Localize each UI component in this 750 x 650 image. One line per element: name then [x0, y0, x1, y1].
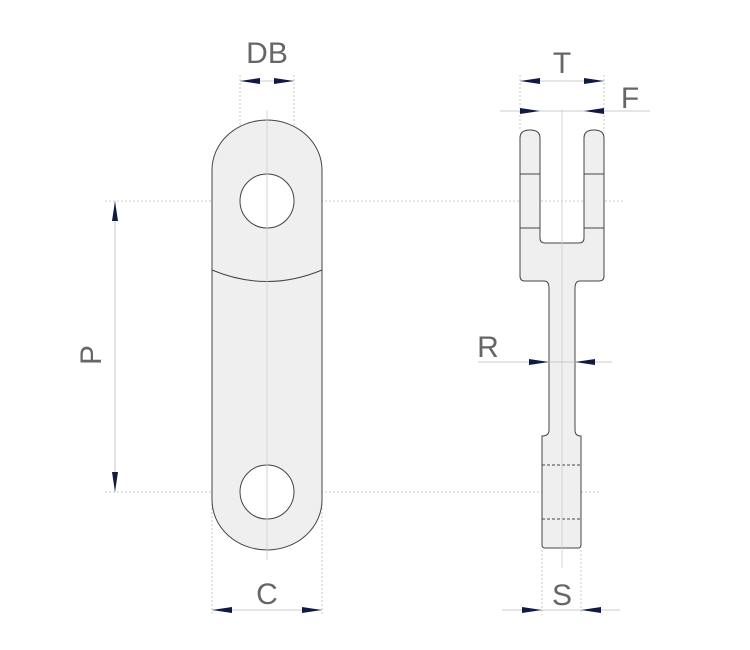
dimension-db: DB — [240, 37, 294, 84]
label-c: C — [256, 578, 278, 611]
dimension-s: S — [502, 579, 620, 613]
label-s: S — [552, 579, 572, 612]
dimension-t: T — [520, 47, 604, 84]
label-f: F — [621, 82, 639, 115]
label-p: P — [75, 345, 108, 365]
link-edge-view — [519, 110, 605, 568]
label-db: DB — [246, 37, 288, 70]
dimension-p: P — [75, 201, 118, 492]
link-plate-side-view — [211, 110, 323, 560]
dimension-c: C — [212, 578, 322, 613]
label-r: R — [477, 331, 499, 364]
dimension-r: R — [477, 331, 612, 365]
label-t: T — [553, 47, 571, 80]
dimension-f: F — [500, 82, 650, 115]
